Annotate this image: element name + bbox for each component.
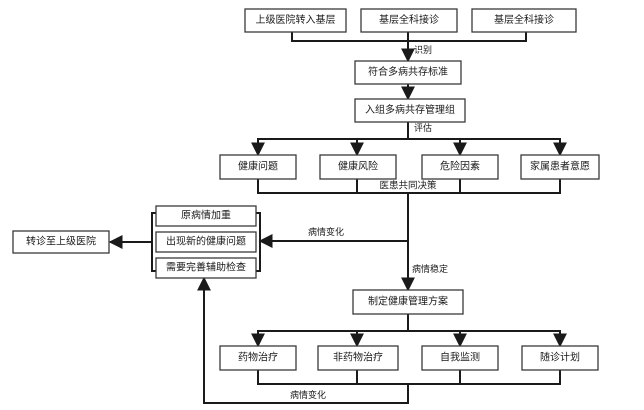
svg-text:家属患者意愿: 家属患者意愿 xyxy=(530,160,590,173)
plan-box-medication: 药物治疗 xyxy=(219,345,297,371)
svg-text:基层全科接诊: 基层全科接诊 xyxy=(494,13,554,26)
svg-text:符合多病共存标准: 符合多病共存标准 xyxy=(368,65,448,78)
svg-text:出现新的健康问题: 出现新的健康问题 xyxy=(166,235,246,248)
svg-text:制定健康管理方案: 制定健康管理方案 xyxy=(368,295,448,308)
connectors xyxy=(108,32,567,404)
label-change-top: 病情变化 xyxy=(308,226,344,238)
label-assess: 评估 xyxy=(414,122,432,134)
criteria-box: 符合多病共存标准 xyxy=(354,60,462,85)
source-box-intake-2: 基层全科接诊 xyxy=(471,8,577,33)
label-identify: 识别 xyxy=(414,45,432,56)
svg-text:健康问题: 健康问题 xyxy=(238,160,278,173)
referral-box: 转诊至上级医院 xyxy=(12,230,110,254)
svg-text:健康风险: 健康风险 xyxy=(338,160,378,173)
svg-text:原病情加重: 原病情加重 xyxy=(181,209,231,222)
svg-text:药物治疗: 药物治疗 xyxy=(238,351,278,364)
assessment-box-health-risks: 健康风险 xyxy=(319,154,397,180)
svg-text:自我监测: 自我监测 xyxy=(440,351,480,364)
label-stable: 病情稳定 xyxy=(412,263,448,275)
decision-label: 医患共同决策 xyxy=(379,180,437,192)
svg-text:基层全科接诊: 基层全科接诊 xyxy=(379,13,439,26)
group-box: 入组多病共存管理组 xyxy=(354,98,466,123)
change-group: 原病情加重 出现新的健康问题 需要完善辅助检查 xyxy=(151,205,261,279)
label-change-bottom: 病情变化 xyxy=(290,389,326,401)
assessment-box-risk-factors: 危险因素 xyxy=(421,154,499,180)
svg-text:转诊至上级医院: 转诊至上级医院 xyxy=(26,235,96,248)
assessment-box-health-problems: 健康问题 xyxy=(219,154,297,180)
edge-labels: 识别 评估 病情变化 病情稳定 病情变化 xyxy=(290,45,448,401)
plan-box: 制定健康管理方案 xyxy=(352,289,464,315)
change-box-new-problem: 出现新的健康问题 xyxy=(155,231,257,253)
svg-text:入组多病共存管理组: 入组多病共存管理组 xyxy=(365,103,455,116)
change-box-worsening: 原病情加重 xyxy=(155,205,257,227)
svg-text:需要完善辅助检查: 需要完善辅助检查 xyxy=(166,261,246,274)
svg-text:危险因素: 危险因素 xyxy=(440,160,480,173)
source-box-transfer: 上级医院转入基层 xyxy=(244,8,347,33)
svg-text:随诊计划: 随诊计划 xyxy=(540,351,580,364)
plan-box-follow-up: 随诊计划 xyxy=(521,345,599,371)
source-box-intake-1: 基层全科接诊 xyxy=(360,8,458,33)
svg-text:非药物治疗: 非药物治疗 xyxy=(333,351,383,364)
plan-box-self-monitoring: 自我监测 xyxy=(421,345,499,371)
change-box-more-tests: 需要完善辅助检查 xyxy=(155,257,257,279)
svg-text:上级医院转入基层: 上级医院转入基层 xyxy=(256,13,336,26)
assessment-box-patient-wishes: 家属患者意愿 xyxy=(520,154,600,180)
plan-box-non-drug: 非药物治疗 xyxy=(317,345,399,371)
